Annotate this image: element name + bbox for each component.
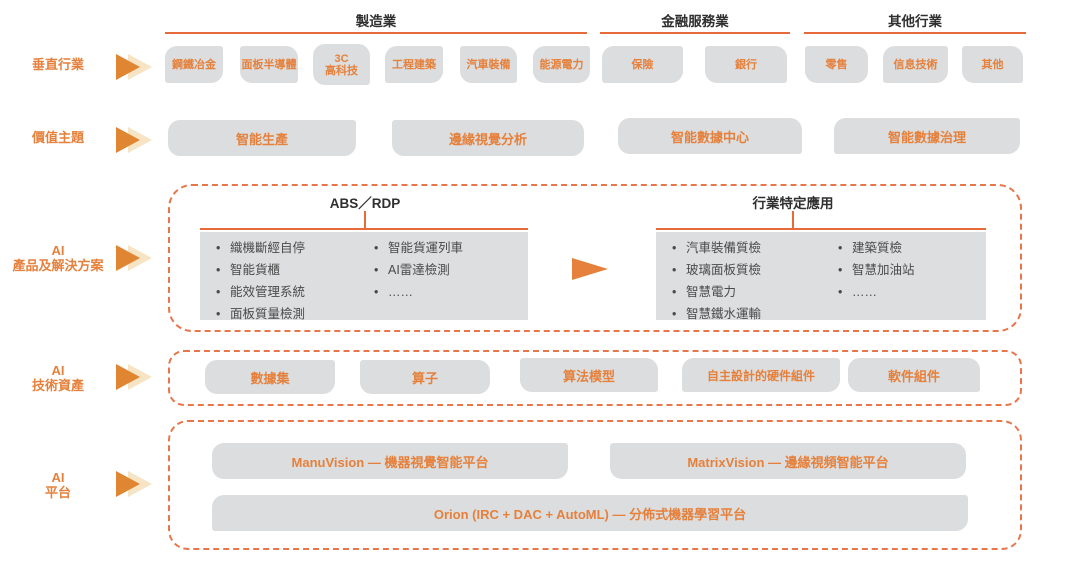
abs-rdp-title: ABS／RDP [329, 196, 401, 211]
solution-topline [656, 228, 986, 230]
tech-asset-chip: 軟件組件 [848, 358, 980, 392]
industry-chip: 工程建築 [385, 46, 443, 83]
double-arrow-icon [116, 364, 160, 390]
header-underline [600, 32, 790, 34]
connector-tick [364, 211, 366, 228]
tech-asset-chip: 自主設計的硬件組件 [682, 358, 840, 392]
row-label-ai-products: AI 產品及解決方案 [12, 243, 104, 273]
arrow-right-icon [572, 258, 608, 280]
row-label-value-themes: 價值主題 [31, 130, 84, 145]
industry-apps-col1: 汽車裝備質檢 玻璃面板質檢 智慧電力 智慧鐵水運輸 [670, 241, 836, 321]
tech-asset-chip: 算法模型 [520, 358, 658, 392]
industry-group-header-manufacturing: 製造業 [355, 14, 397, 29]
ai-solutions-frame [168, 184, 1022, 332]
industry-apps-title: 行業特定應用 [752, 196, 834, 211]
double-arrow-icon [116, 127, 160, 153]
platform-chip-orion: Orion (IRC + DAC + AutoML) — 分佈式機器學習平台 [212, 495, 968, 531]
industry-chip: 保險 [602, 46, 683, 83]
row-label-ai-platform: AI 平台 [44, 470, 71, 500]
industry-group-header-other: 其他行業 [888, 14, 942, 29]
abs-rdp-col2: 智能貨運列車 AI雷達檢測 …… [372, 241, 463, 320]
industry-chip: 面板半導體 [240, 46, 298, 83]
industry-apps-col2: 建築質檢 智慧加油站 …… [836, 241, 915, 320]
value-theme-chip: 智能生產 [168, 120, 356, 156]
industry-apps-box: 汽車裝備質檢 玻璃面板質檢 智慧電力 智慧鐵水運輸 建築質檢 智慧加油站 …… [656, 232, 986, 321]
ai-platform-frame [168, 420, 1022, 550]
value-theme-chip: 智能數據治理 [834, 118, 1020, 154]
row-label-ai-tech-assets: AI 技術資產 [31, 363, 84, 393]
abs-rdp-col1: 織機斷經自停 智能貨櫃 能效管理系統 面板質量檢測 [214, 241, 372, 321]
industry-chip: 汽車裝備 [460, 46, 517, 83]
row-label-vertical-industries: 垂直行業 [31, 57, 84, 72]
industry-group-header-financial: 金融服務業 [661, 14, 729, 29]
solution-topline [200, 228, 528, 230]
connector-tick [792, 211, 794, 228]
double-arrow-icon [116, 471, 160, 497]
industry-chip: 零售 [805, 46, 868, 83]
industry-chip: 銀行 [705, 46, 787, 83]
industry-chip: 3C 高科技 [313, 44, 370, 85]
tech-asset-chip: 算子 [360, 360, 490, 394]
platform-chip-matrixvision: MatrixVision — 邊緣視頻智能平台 [610, 443, 966, 479]
industry-chip: 能源電力 [533, 46, 590, 83]
value-theme-chip: 智能數據中心 [618, 118, 802, 154]
double-arrow-icon [116, 245, 160, 271]
industry-chip: 其他 [962, 46, 1023, 83]
abs-rdp-box: 織機斷經自停 智能貨櫃 能效管理系統 面板質量檢測 智能貨運列車 AI雷達檢測 … [200, 232, 528, 321]
double-arrow-icon [116, 54, 160, 80]
ai-tech-assets-frame [168, 350, 1022, 406]
tech-asset-chip: 數據集 [205, 360, 335, 394]
industry-chip: 鋼鐵冶金 [165, 46, 223, 83]
platform-chip-manuvision: ManuVision — 機器視覺智能平台 [212, 443, 568, 479]
header-underline [165, 32, 587, 34]
industry-chip: 信息技術 [883, 46, 948, 83]
value-theme-chip: 邊緣視覺分析 [392, 120, 584, 156]
header-underline [804, 32, 1026, 34]
